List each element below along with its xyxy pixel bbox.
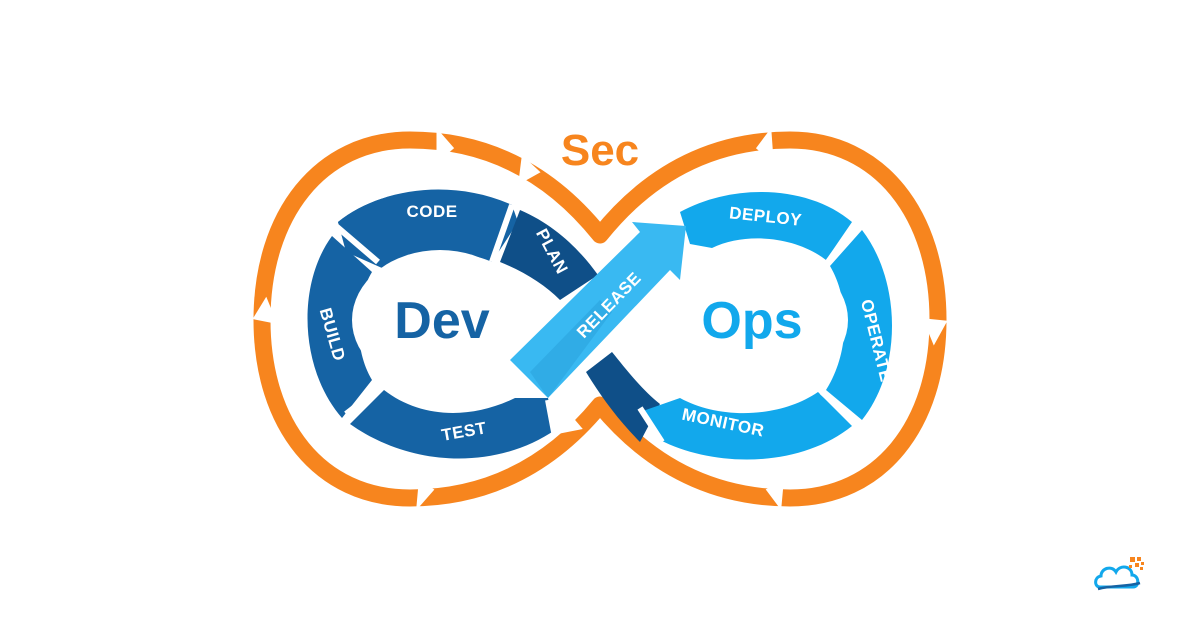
cloud-logo-icon	[1094, 557, 1144, 591]
build-segment[interactable]	[307, 236, 372, 418]
test-segment[interactable]	[350, 390, 555, 459]
dev-ring-separators	[334, 204, 557, 433]
ops-hub	[668, 250, 848, 390]
deploy-segment[interactable]	[680, 191, 852, 260]
ops-word: Ops	[701, 292, 802, 350]
code-segment-body	[338, 189, 518, 268]
plan-segment[interactable]	[500, 210, 598, 300]
dev-hub	[352, 250, 528, 390]
sec-title: Sec	[561, 126, 639, 175]
sec-loop-arrow-gaps	[252, 127, 948, 511]
code-label: CODE	[406, 202, 457, 221]
ops-ring-separators	[637, 222, 860, 444]
operate-segment[interactable]	[826, 230, 892, 420]
monitor-segment[interactable]	[640, 392, 852, 460]
release-arrow[interactable]	[510, 222, 686, 398]
sec-loop-ring	[253, 131, 947, 507]
dev-word: Dev	[394, 292, 489, 350]
dev-ring	[307, 189, 660, 459]
sec-outer-loop	[252, 127, 948, 511]
ops-ring	[637, 191, 892, 460]
dev-crossing-band	[586, 352, 660, 442]
release-arrow-shade	[530, 300, 612, 398]
